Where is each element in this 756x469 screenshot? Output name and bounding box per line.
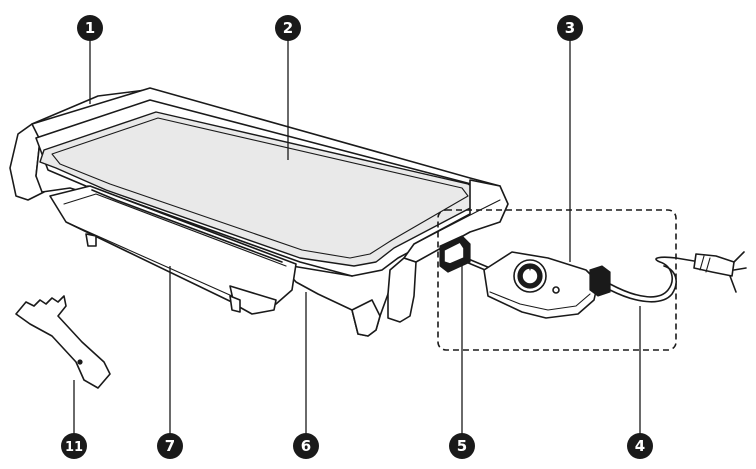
callout-5: 5 — [449, 433, 475, 459]
callout-3: 3 — [557, 15, 583, 41]
spatula — [15, 295, 111, 389]
callout-11-label: 11 — [65, 440, 83, 455]
indicator-light-icon — [552, 286, 560, 294]
callout-2-label: 2 — [283, 19, 293, 37]
callout-1: 1 — [77, 15, 103, 41]
callout-2: 2 — [275, 15, 301, 41]
callout-6-label: 6 — [301, 437, 311, 455]
callout-7-label: 7 — [165, 437, 175, 455]
callout-4-label: 4 — [635, 437, 645, 455]
temperature-dial[interactable] — [513, 259, 547, 293]
temperature-controller — [465, 251, 611, 319]
controller-group-box — [437, 209, 677, 351]
callout-4: 4 — [627, 433, 653, 459]
callout-3-label: 3 — [565, 19, 575, 37]
callout-1-label: 1 — [85, 19, 95, 37]
drip-tray — [49, 185, 297, 315]
power-cord — [609, 251, 747, 303]
callout-7: 7 — [157, 433, 183, 459]
callout-6: 6 — [293, 433, 319, 459]
leader-lines — [73, 40, 641, 436]
cooking-plate — [39, 111, 483, 267]
callout-5-label: 5 — [457, 437, 467, 455]
callout-11: 11 — [61, 433, 87, 459]
